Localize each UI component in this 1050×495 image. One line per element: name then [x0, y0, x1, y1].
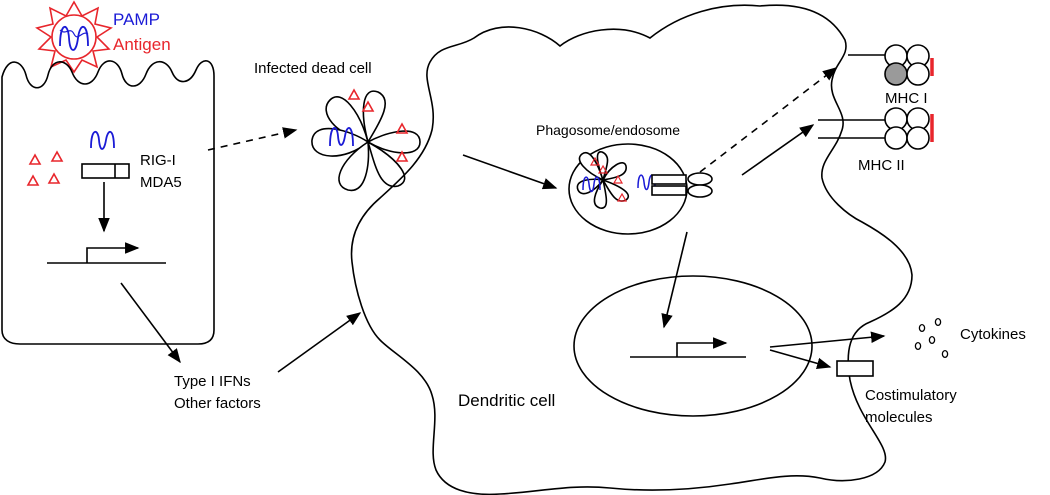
rig-i-label: RIG-I	[140, 152, 176, 169]
costimulatory-label-line2: molecules	[865, 409, 933, 426]
infected-dead-cell-label: Infected dead cell	[254, 60, 372, 77]
arrow-cell-to-ifn	[120, 282, 181, 364]
mhc-i-molecule-icon	[848, 44, 934, 86]
arrow-phagosome-to-mhc-i	[699, 67, 838, 173]
mda5-label: MDA5	[140, 174, 182, 191]
nucleus-outline	[573, 275, 813, 417]
arrow-ifn-to-dc	[277, 312, 362, 373]
dendritic-cell-label: Dendritic cell	[458, 391, 555, 410]
gene-promoter-icon-nucleus	[630, 337, 746, 358]
infected-cell-outline	[1, 60, 215, 345]
costimulatory-molecule-icon	[836, 360, 874, 377]
pamp-label: PAMP	[113, 10, 160, 29]
cytokine-dots-icon	[914, 317, 949, 359]
phagosome-label: Phagosome/endosome	[536, 122, 680, 138]
arrow-phagosome-to-mhc-ii	[741, 124, 815, 176]
gene-promoter-icon-cell	[47, 242, 166, 264]
mhc-ii-label: MHC II	[858, 157, 905, 174]
infected-dead-cell-icon	[311, 88, 421, 191]
arrow-dead-cell-to-phagosome	[462, 154, 558, 190]
arrow-phagosome-to-nucleus	[661, 231, 688, 329]
virus-particle-icon	[35, 0, 113, 74]
viral-rna-icon	[90, 131, 115, 150]
ifn-label-line2: Other factors	[174, 395, 261, 412]
arrow-cell-to-dead-cell	[207, 127, 298, 151]
antigen-label: Antigen	[113, 35, 171, 54]
mhc-ii-molecule-icon	[818, 107, 934, 150]
arrow-nucleus-to-cytokines	[769, 331, 886, 348]
mhc-i-label: MHC I	[885, 90, 928, 107]
rig-i-receptor-icon	[81, 163, 130, 179]
dendritic-cell-outline	[350, 4, 913, 495]
cytokines-label: Cytokines	[960, 326, 1026, 343]
phagosome-icon	[568, 143, 713, 235]
costimulatory-label-line1: Costimulatory	[865, 387, 957, 404]
arrow-nucleus-to-costim	[769, 349, 832, 370]
ifn-label-line1: Type I IFNs	[174, 373, 251, 390]
antigen-triangles-cell	[26, 150, 64, 186]
